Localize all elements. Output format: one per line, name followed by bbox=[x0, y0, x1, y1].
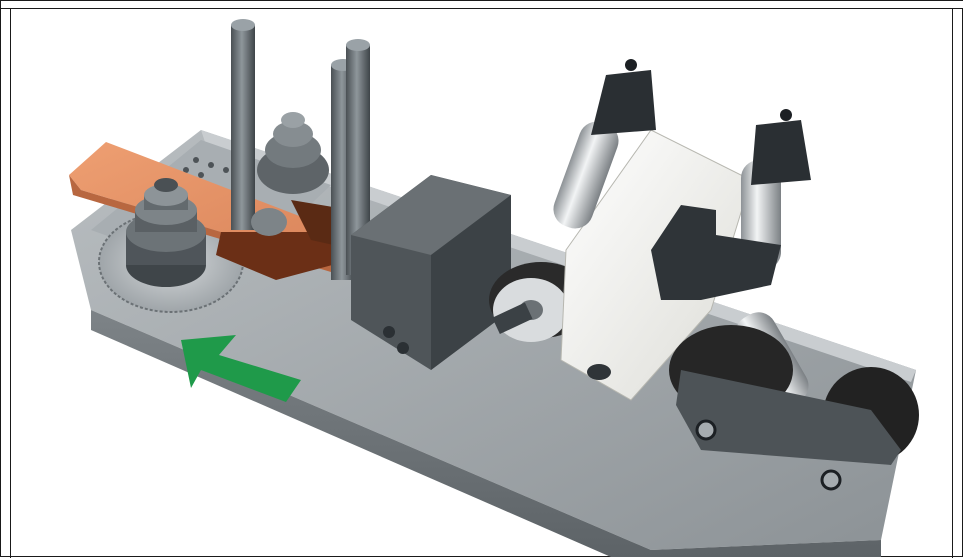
feed-direction-arrow bbox=[181, 335, 301, 402]
top-border bbox=[1, 1, 963, 9]
right-border bbox=[952, 9, 953, 558]
feed-roller-right bbox=[669, 325, 919, 491]
left-border bbox=[10, 9, 11, 558]
clamp-knobs bbox=[591, 59, 811, 185]
rear-pulley bbox=[257, 112, 329, 194]
machine-illustration bbox=[69, 19, 919, 557]
front-pulley bbox=[126, 178, 206, 287]
pressure-bracket bbox=[651, 205, 781, 300]
guide-block bbox=[351, 175, 511, 370]
